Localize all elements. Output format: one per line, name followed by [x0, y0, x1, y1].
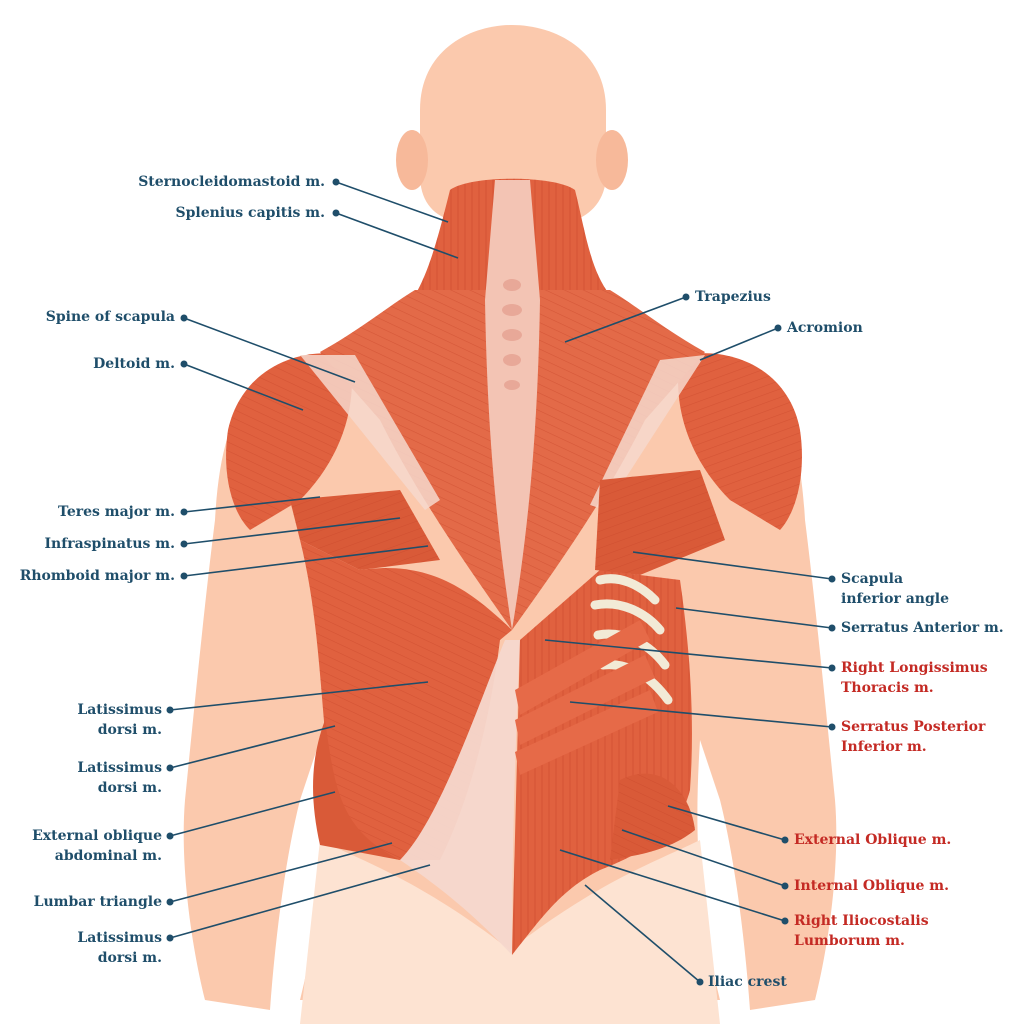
leader-serratus-posterior [569, 701, 833, 728]
label-lumbar-triangle: Lumbar triangle [33, 894, 162, 910]
leader-trapezius [564, 296, 687, 343]
leader-right-iliocostalis [559, 849, 786, 922]
label-sternocleidomastoid: Sternocleidomastoid m. [138, 174, 325, 190]
right-ear [596, 130, 628, 190]
leader-sternocleidomastoid [335, 181, 449, 223]
muscle-layer [226, 178, 802, 955]
leader-latissimus-3 [169, 864, 431, 939]
leader-external-oblique [667, 805, 786, 841]
leader-iliac-crest-dot [696, 978, 704, 986]
leader-latissimus-2 [169, 725, 336, 769]
spinal-tendon [485, 180, 540, 630]
leader-teres-major-dot [180, 508, 188, 516]
leader-right-longissimus [544, 639, 833, 669]
leader-spine-of-scapula-dot [180, 314, 188, 322]
leader-deltoid [183, 363, 304, 411]
leader-sternocleidomastoid-dot [332, 178, 340, 186]
label-iliac-crest: Iliac crest [708, 974, 787, 990]
left-scapula-spine [300, 355, 440, 510]
lower-back-skin [300, 840, 720, 1024]
leader-infraspinatus [183, 517, 401, 545]
label-infraspinatus: Infraspinatus m. [44, 536, 175, 552]
thoracolumbar-fascia [400, 640, 520, 955]
serratus-posterior-bands [515, 620, 658, 775]
leader-internal-oblique-dot [781, 882, 789, 890]
leader-right-iliocostalis-dot [781, 917, 789, 925]
leader-lines [166, 178, 836, 986]
leader-scapula-inferior-angle [632, 551, 833, 580]
label-trapezius: Trapezius [695, 289, 771, 305]
right-scapula-spine [590, 355, 705, 510]
leader-latissimus-1 [169, 681, 429, 711]
label-acromion: Acromion [787, 320, 863, 336]
label-external-oblique: External Oblique m. [794, 832, 952, 848]
leader-external-oblique-dot [781, 836, 789, 844]
label-serratus-anterior: Serratus Anterior m. [841, 620, 1004, 636]
leader-teres-major [183, 496, 321, 513]
leader-acromion-dot [774, 324, 782, 332]
leader-external-oblique-abdominal-dot [166, 832, 174, 840]
leader-acromion [699, 327, 779, 361]
leader-infraspinatus-dot [180, 540, 188, 548]
leader-right-longissimus-dot [828, 664, 836, 672]
leader-deltoid-dot [180, 360, 188, 368]
leader-latissimus-2-dot [166, 764, 174, 772]
leader-serratus-anterior [675, 607, 833, 629]
leader-iliac-crest [584, 884, 701, 983]
label-splenius-capitis: Splenius capitis m. [175, 205, 326, 221]
leader-latissimus-1-dot [166, 706, 174, 714]
label-spine-of-scapula: Spine of scapula [45, 309, 175, 325]
leader-lumbar-triangle-dot [166, 898, 174, 906]
leader-rhomboid-major-dot [180, 572, 188, 580]
head [420, 25, 606, 220]
label-internal-oblique: Internal Oblique m. [794, 878, 949, 894]
leader-latissimus-3-dot [166, 934, 174, 942]
label-deltoid: Deltoid m. [93, 356, 175, 372]
label-rhomboid-major: Rhomboid major m. [19, 568, 175, 584]
label-teres-major: Teres major m. [58, 504, 175, 520]
leader-external-oblique-abdominal [169, 791, 336, 837]
leader-splenius-capitis [335, 212, 459, 259]
leader-scapula-inferior-angle-dot [828, 575, 836, 583]
leader-serratus-posterior-dot [828, 723, 836, 731]
leader-splenius-capitis-dot [332, 209, 340, 217]
leader-spine-of-scapula [183, 317, 356, 383]
leader-serratus-anterior-dot [828, 624, 836, 632]
leader-trapezius-dot [682, 293, 690, 301]
left-external-oblique [313, 720, 400, 860]
leader-internal-oblique [621, 829, 786, 887]
leader-rhomboid-major [183, 545, 429, 577]
left-ear [396, 130, 428, 190]
leader-lumbar-triangle [169, 842, 393, 903]
